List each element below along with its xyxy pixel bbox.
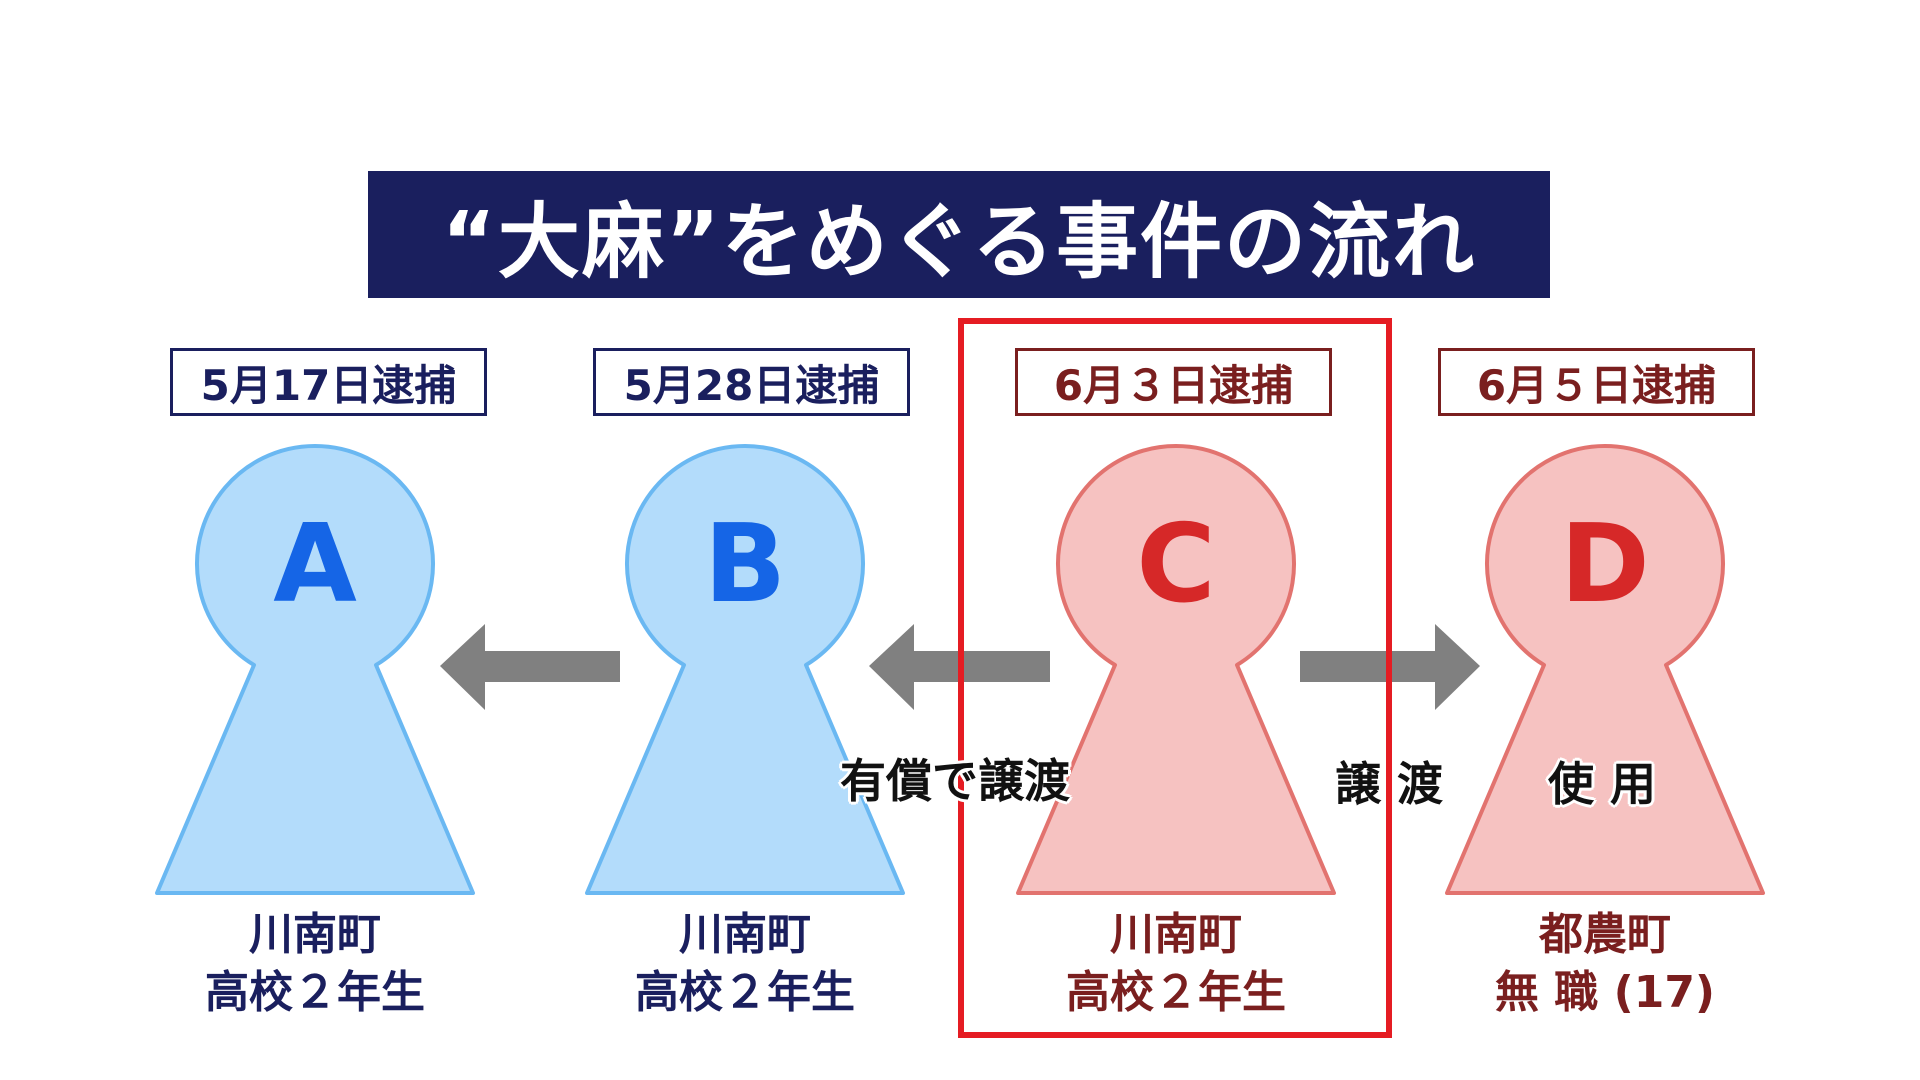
person-d-figure <box>1445 443 1765 895</box>
arrow-b-to-a <box>440 624 620 710</box>
person-d-role: 無 職 (17) <box>1494 967 1716 1018</box>
person-c-role: 高校２年生 <box>1066 967 1286 1018</box>
person-d-info: 都農町 無 職 (17) <box>1445 906 1765 1022</box>
date-box-c: 6月３日逮捕 <box>1015 348 1332 416</box>
person-b-role: 高校２年生 <box>635 967 855 1018</box>
person-c-letter: C <box>1136 502 1216 627</box>
page-title: “大麻”をめぐる事件の流れ <box>368 171 1550 298</box>
action-label-c-to-b: 有償で譲渡 <box>840 754 1070 808</box>
highlight-frame-c <box>958 318 1392 1038</box>
person-a-town: 川南町 <box>249 909 381 960</box>
person-c-town: 川南町 <box>1110 909 1242 960</box>
person-a-role: 高校２年生 <box>205 967 425 1018</box>
person-b-figure <box>585 443 905 895</box>
person-a-info: 川南町 高校２年生 <box>155 906 475 1022</box>
person-d-letter: D <box>1560 502 1650 627</box>
date-box-d: 6月５日逮捕 <box>1438 348 1755 416</box>
person-b-town: 川南町 <box>679 909 811 960</box>
date-box-b: 5月28日逮捕 <box>593 348 910 416</box>
person-a-figure <box>155 443 475 895</box>
action-label-c-to-d: 譲 渡 <box>1335 757 1444 811</box>
person-a-letter: A <box>273 502 357 627</box>
date-box-a: 5月17日逮捕 <box>170 348 487 416</box>
action-label-d: 使 用 <box>1548 757 1657 811</box>
person-c-figure <box>1016 443 1336 895</box>
person-b-letter: B <box>703 502 787 627</box>
person-d-town: 都農町 <box>1539 909 1671 960</box>
person-c-info: 川南町 高校２年生 <box>1016 906 1336 1022</box>
person-b-info: 川南町 高校２年生 <box>585 906 905 1022</box>
